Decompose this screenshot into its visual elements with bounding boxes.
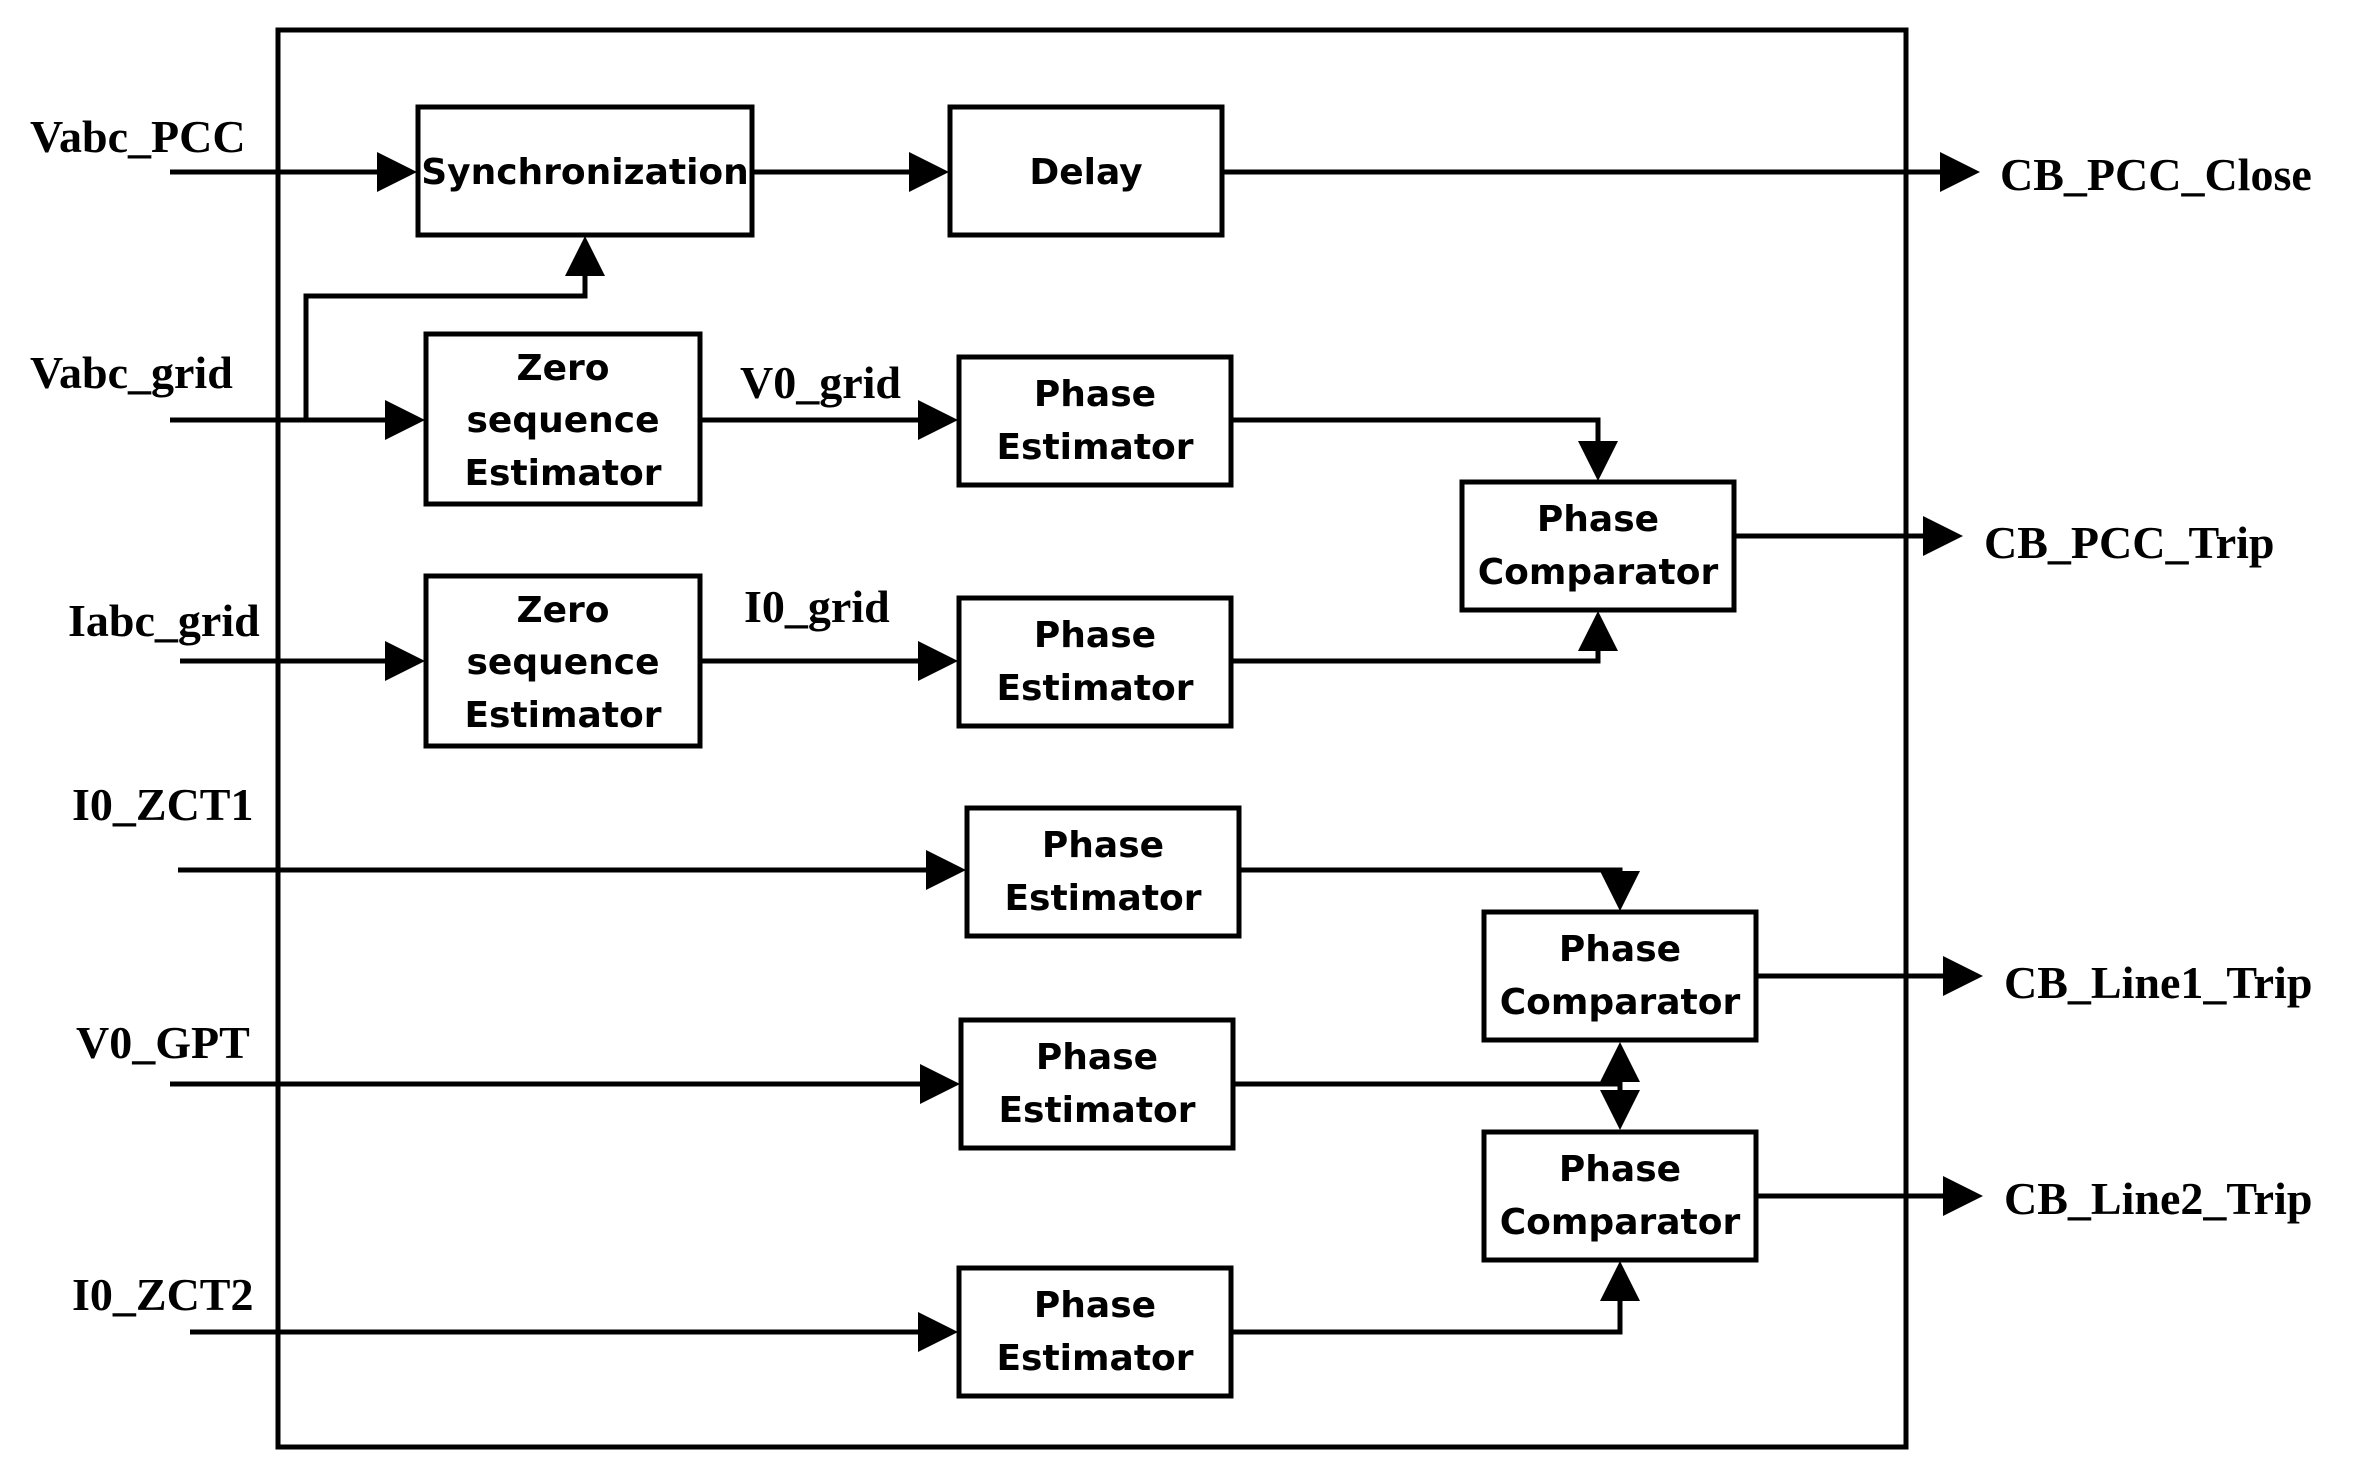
pe-i0grid-line2: Estimator xyxy=(996,668,1193,709)
pc-line2-line2: Comparator xyxy=(1500,1202,1741,1243)
pe-zct2-line2: Estimator xyxy=(996,1338,1193,1379)
input-i0-zct1: I0_ZCT1 xyxy=(72,779,253,830)
pe-zct1-line2: Estimator xyxy=(1004,878,1201,919)
synchronization-label: Synchronization xyxy=(421,152,749,193)
zse-i-line2: sequence xyxy=(466,642,659,683)
phase-estimator-v0-grid: Phase Estimator xyxy=(956,354,1234,488)
zse-v-line2: sequence xyxy=(466,400,659,441)
phase-estimator-i0-grid: Phase Estimator xyxy=(956,595,1234,729)
phase-estimator-gpt: Phase Estimator xyxy=(958,1017,1236,1151)
phase-comparator-pcc: Phase Comparator xyxy=(1459,479,1737,613)
label-v0-grid: V0_grid xyxy=(740,357,901,408)
pc-line1-line2: Comparator xyxy=(1500,982,1741,1023)
wire-pe-v0-to-pc xyxy=(1231,417,1618,481)
output-cb-line2-trip: CB_Line2_Trip xyxy=(2004,1173,2312,1224)
pe-zct1-line1: Phase xyxy=(1042,825,1164,866)
output-cb-line1-trip: CB_Line1_Trip xyxy=(2004,957,2312,1008)
input-vabc-grid: Vabc_grid xyxy=(30,347,233,398)
zse-i-line1: Zero xyxy=(516,590,609,631)
pe-i0grid-line1: Phase xyxy=(1034,615,1156,656)
pe-zct2-line1: Phase xyxy=(1034,1285,1156,1326)
wire-pe-zct1-to-pc xyxy=(1239,867,1640,911)
input-i0-zct2: I0_ZCT2 xyxy=(72,1269,253,1320)
label-i0-grid: I0_grid xyxy=(744,581,890,632)
zero-sequence-estimator-voltage: Zero sequence Estimator xyxy=(423,331,703,507)
pc-line1-line1: Phase xyxy=(1559,929,1681,970)
zero-sequence-estimator-current: Zero sequence Estimator xyxy=(423,573,703,749)
pe-gpt-line1: Phase xyxy=(1036,1037,1158,1078)
output-cb-pcc-close: CB_PCC_Close xyxy=(2000,149,2312,200)
output-cb-pcc-trip: CB_PCC_Trip xyxy=(1984,517,2275,568)
zse-v-line3: Estimator xyxy=(464,453,661,494)
pe-v0grid-line2: Estimator xyxy=(996,427,1193,468)
input-vabc-pcc: Vabc_PCC xyxy=(30,111,246,162)
zse-i-line3: Estimator xyxy=(464,695,661,736)
phase-comparator-line1: Phase Comparator xyxy=(1481,909,1759,1043)
wire-pe-i0-to-pc xyxy=(1231,611,1618,664)
zse-v-line1: Zero xyxy=(516,348,609,389)
delay-block: Delay xyxy=(947,104,1225,238)
synchronization-block: Synchronization xyxy=(415,104,755,238)
pe-v0grid-line1: Phase xyxy=(1034,374,1156,415)
pe-gpt-line2: Estimator xyxy=(998,1090,1195,1131)
pc-pcc-line2: Comparator xyxy=(1478,552,1719,593)
wire-pe-zct2-to-pc xyxy=(1231,1261,1640,1335)
phase-comparator-line2: Phase Comparator xyxy=(1481,1129,1759,1263)
phase-estimator-zct1: Phase Estimator xyxy=(964,805,1242,939)
delay-label: Delay xyxy=(1029,152,1142,193)
phase-estimator-zct2: Phase Estimator xyxy=(956,1265,1234,1399)
pc-line2-line1: Phase xyxy=(1559,1149,1681,1190)
input-iabc-grid: Iabc_grid xyxy=(68,595,260,646)
controller-boundary xyxy=(275,27,1909,1450)
input-v0-gpt: V0_GPT xyxy=(76,1017,250,1068)
pc-pcc-line1: Phase xyxy=(1537,499,1659,540)
wire-vabc-grid-to-sync xyxy=(303,236,605,420)
